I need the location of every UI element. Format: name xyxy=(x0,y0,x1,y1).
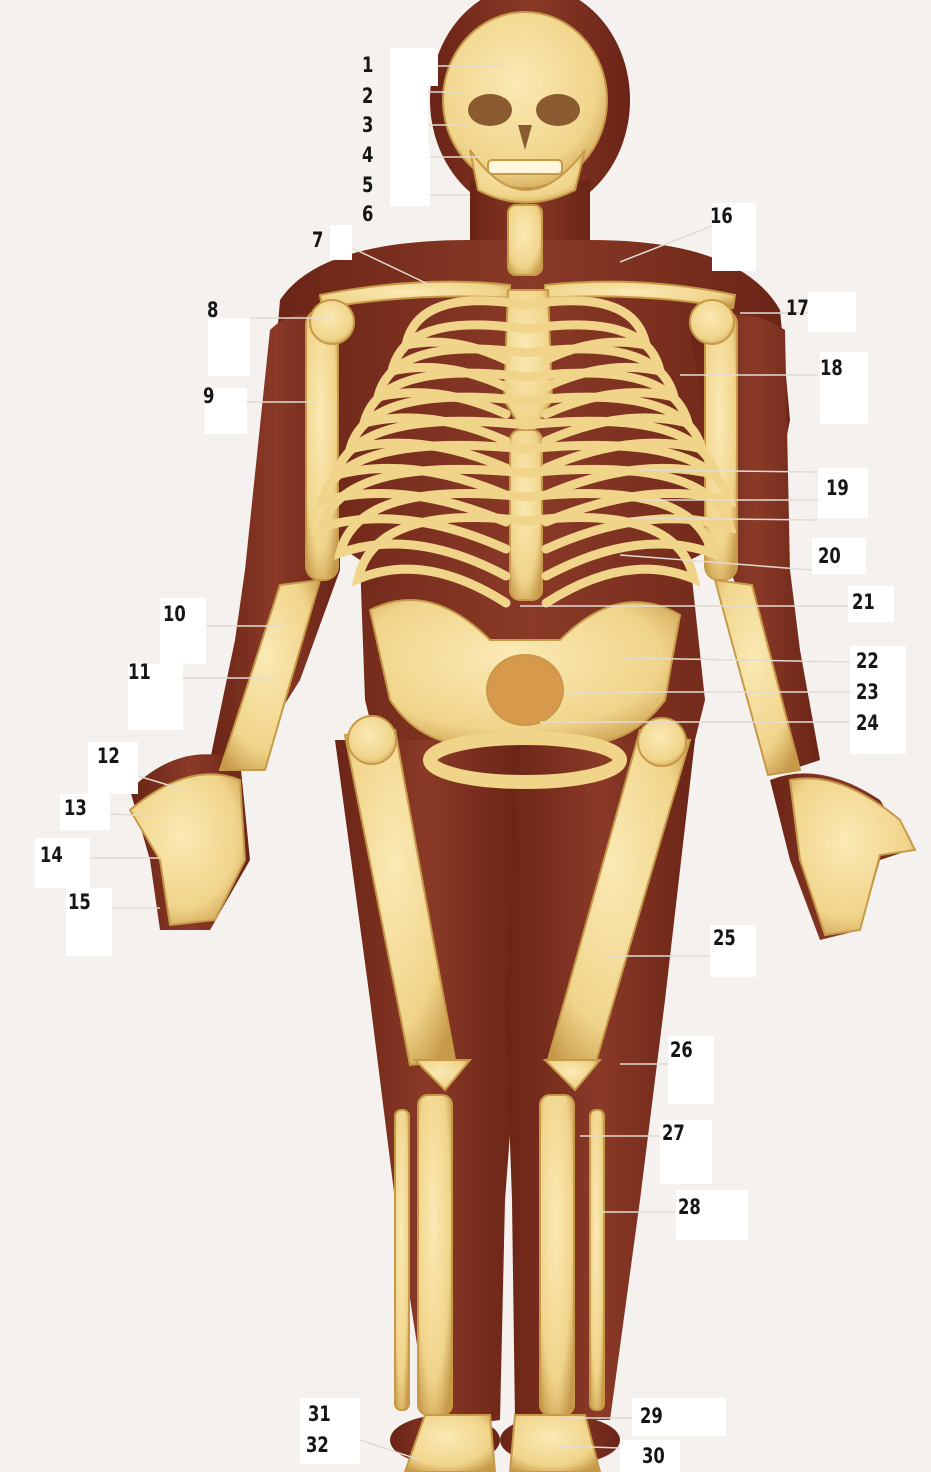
humerus-left xyxy=(306,310,338,580)
fibula-left xyxy=(395,1110,409,1410)
label-3: 3 xyxy=(362,115,373,136)
label-22: 22 xyxy=(856,651,879,672)
label-blank xyxy=(208,318,250,376)
label-18: 18 xyxy=(820,358,843,379)
label-30: 30 xyxy=(642,1446,665,1467)
label-5: 5 xyxy=(362,175,373,196)
label-17: 17 xyxy=(786,298,809,319)
label-16: 16 xyxy=(710,206,733,227)
label-15: 15 xyxy=(68,892,91,913)
tibia-left xyxy=(418,1095,452,1415)
label-23: 23 xyxy=(856,682,879,703)
label-12: 12 xyxy=(97,746,120,767)
label-26: 26 xyxy=(670,1040,693,1061)
label-32: 32 xyxy=(306,1435,329,1456)
thoracic-spine xyxy=(510,430,542,600)
label-20: 20 xyxy=(818,546,841,567)
label-27: 27 xyxy=(662,1123,685,1144)
label-blank xyxy=(390,146,430,206)
label-21: 21 xyxy=(852,592,875,613)
label-blank xyxy=(390,86,428,146)
label-4: 4 xyxy=(362,145,373,166)
cervical-spine xyxy=(508,205,542,275)
tibia-right xyxy=(540,1095,574,1415)
foot-right xyxy=(510,1415,600,1472)
hand-right xyxy=(790,778,915,935)
label-7: 7 xyxy=(312,230,323,251)
label-19: 19 xyxy=(826,478,849,499)
label-9: 9 xyxy=(203,386,214,407)
label-1: 1 xyxy=(362,55,373,76)
label-6: 6 xyxy=(362,204,373,225)
label-14: 14 xyxy=(40,845,63,866)
label-10: 10 xyxy=(163,604,186,625)
label-28: 28 xyxy=(678,1197,701,1218)
label-25: 25 xyxy=(713,928,736,949)
label-11: 11 xyxy=(128,662,151,683)
label-29: 29 xyxy=(640,1406,663,1427)
label-blank xyxy=(808,292,856,332)
label-31: 31 xyxy=(308,1404,331,1425)
label-13: 13 xyxy=(64,798,87,819)
label-24: 24 xyxy=(856,713,879,734)
label-blank xyxy=(390,48,438,86)
label-blank xyxy=(330,225,352,260)
label-2: 2 xyxy=(362,86,373,107)
label-8: 8 xyxy=(207,300,218,321)
fibula-right xyxy=(590,1110,604,1410)
